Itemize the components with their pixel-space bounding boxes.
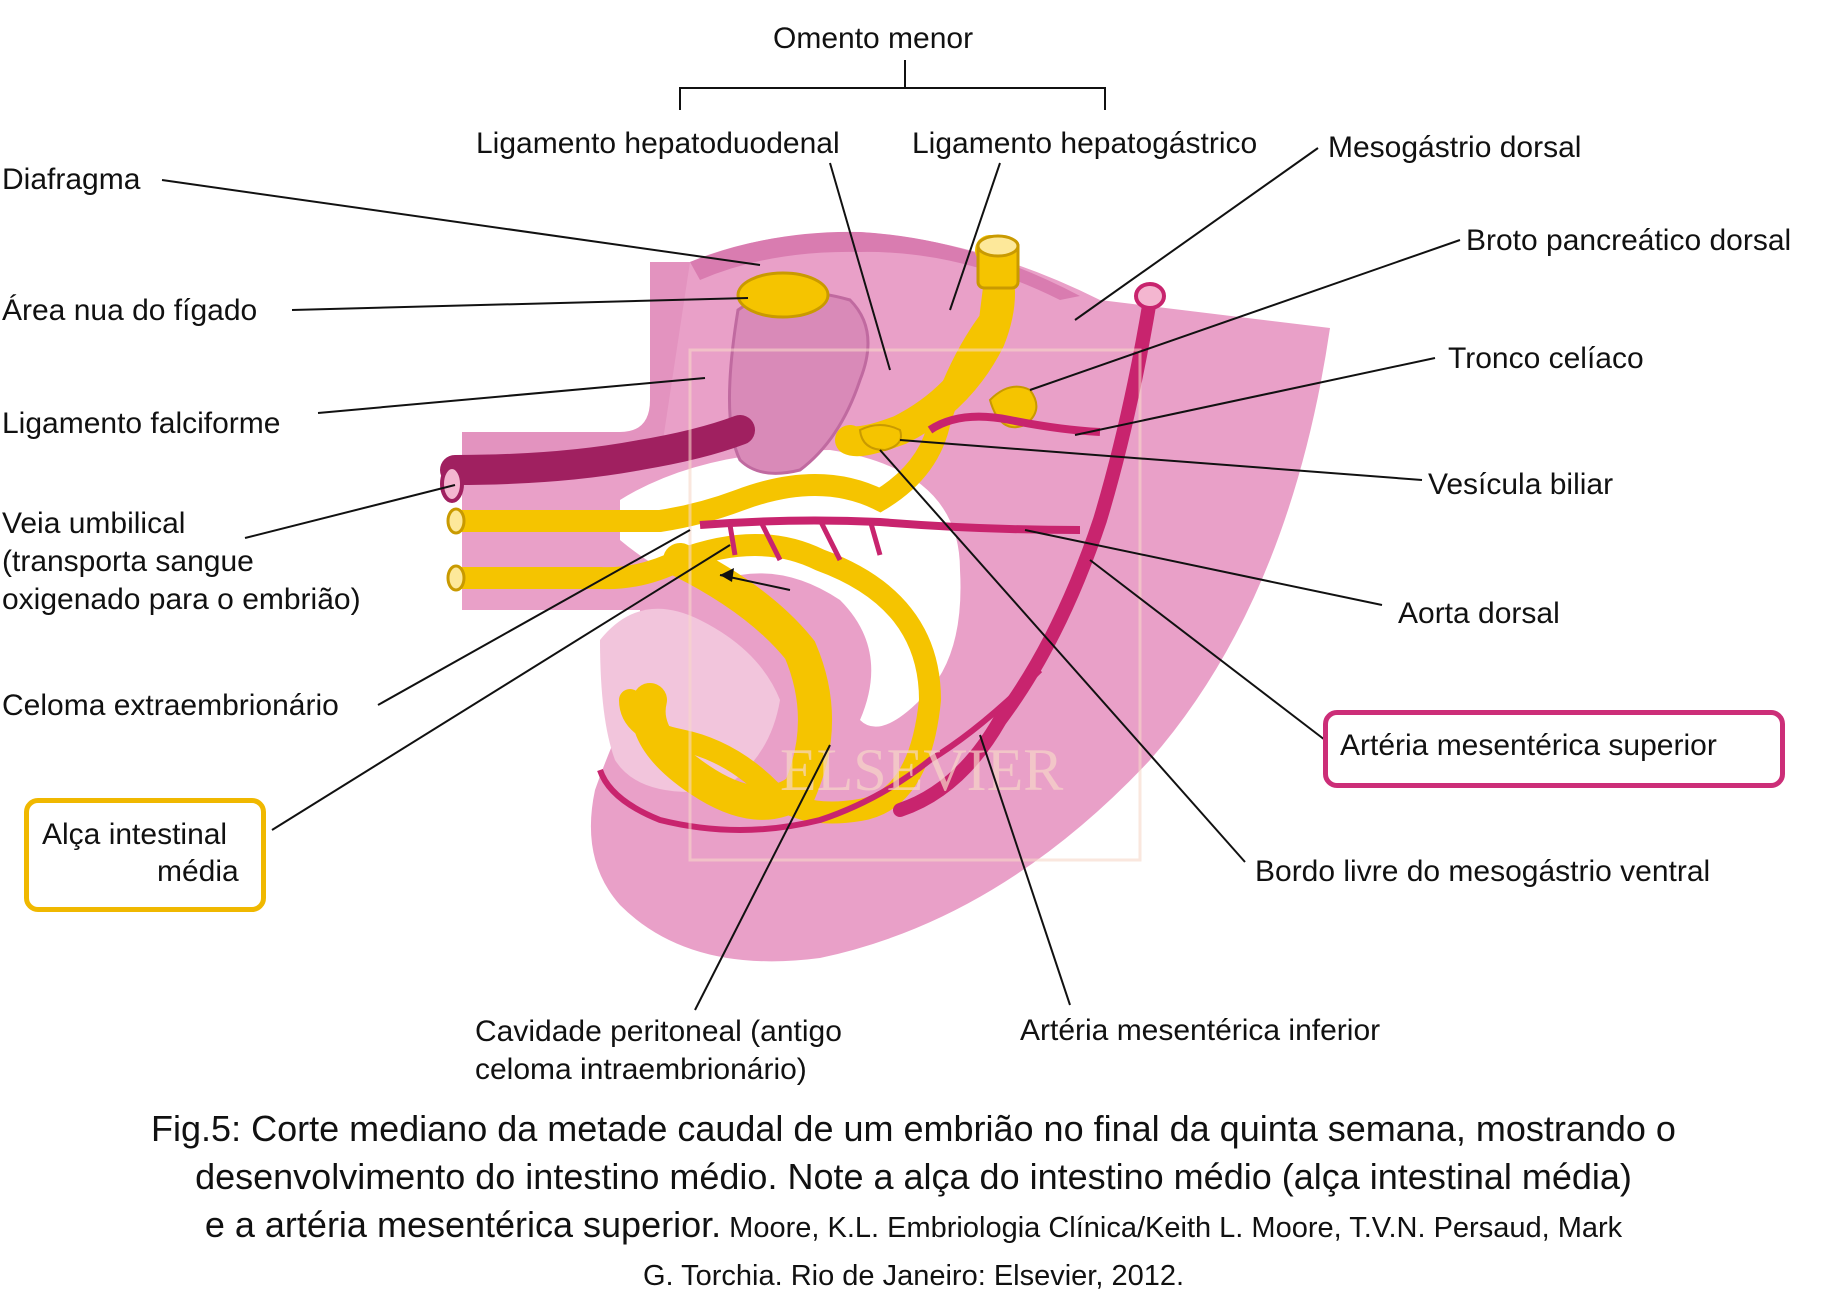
label-celoma-extraembrionario: Celoma extraembrionário bbox=[2, 689, 339, 722]
aorta-top bbox=[1134, 282, 1166, 310]
aorta-dorsal bbox=[893, 293, 1157, 817]
veia-umbilical-end bbox=[440, 465, 464, 503]
gut-end-lower bbox=[446, 564, 466, 592]
label-alca-media: média bbox=[157, 855, 239, 888]
label-cavidade-peritoneal-1: Cavidade peritoneal (antigo bbox=[475, 1015, 842, 1048]
caption-line-4: G. Torchia. Rio de Janeiro: Elsevier, 20… bbox=[642, 1260, 1185, 1292]
label-aorta-dorsal: Aorta dorsal bbox=[1398, 597, 1560, 630]
label-ligamento-hepatogastrico: Ligamento hepatogástrico bbox=[912, 127, 1258, 160]
caption-line-1: Fig.5: Corte mediano da metade caudal de… bbox=[151, 1108, 1676, 1149]
label-veia-umbilical-2: (transporta sangue bbox=[2, 545, 254, 578]
label-arteria-mesenterica-inferior: Artéria mesentérica inferior bbox=[1020, 1014, 1381, 1047]
label-bordo-livre: Bordo livre do mesogástrio ventral bbox=[1255, 855, 1711, 888]
arteria-mesenterica-inferior bbox=[597, 667, 1043, 833]
label-broto-pancreatico: Broto pancreático dorsal bbox=[1466, 224, 1792, 257]
label-veia-umbilical-3: oxigenado para o embrião) bbox=[2, 583, 361, 616]
label-veia-umbilical-1: Veia umbilical bbox=[2, 507, 186, 540]
esofago-top bbox=[976, 234, 1020, 258]
label-diafragma: Diafragma bbox=[2, 163, 141, 196]
highlight-box-alca bbox=[24, 798, 266, 912]
leader-lines bbox=[161, 147, 1461, 1011]
vesicula-biliar bbox=[858, 424, 902, 452]
gut-end-upper bbox=[446, 507, 466, 535]
omento-bracket bbox=[679, 60, 1106, 110]
figure-caption: Fig.5: Corte mediano da metade caudal de… bbox=[10, 1105, 1817, 1300]
label-ligamento-hepatoduodenal: Ligamento hepatoduodenal bbox=[476, 127, 840, 160]
label-mesogastrio-dorsal: Mesogástrio dorsal bbox=[1328, 131, 1582, 164]
diafragma-band bbox=[690, 231, 1080, 300]
label-arteria-mesenterica-superior: Artéria mesentérica superior bbox=[1340, 729, 1717, 762]
veia-umbilical bbox=[440, 415, 755, 485]
label-alca-intestinal: Alça intestinal bbox=[42, 818, 228, 851]
sma-branch-1 bbox=[727, 518, 883, 562]
area-nua-figado bbox=[736, 271, 830, 319]
label-ligamento-falciforme: Ligamento falciforme bbox=[2, 407, 281, 440]
label-cavidade-peritoneal-2: celoma intraembrionário) bbox=[475, 1053, 807, 1086]
watermark: ELSEVIER bbox=[780, 737, 1063, 803]
ventral-wall bbox=[462, 262, 690, 460]
caption-line-3-main: e a artéria mesentérica superior. bbox=[204, 1204, 722, 1245]
arteria-mesenterica-superior bbox=[699, 516, 1081, 534]
gut-tube-lower bbox=[447, 534, 942, 824]
highlight-box-arteria-mes-sup bbox=[1323, 710, 1785, 788]
label-omento-menor: Omento menor bbox=[773, 22, 974, 55]
label-vesicula-biliar: Vesícula biliar bbox=[1428, 468, 1614, 501]
flow-arrowhead bbox=[720, 568, 734, 582]
label-tronco-celiaco: Tronco celíaco bbox=[1448, 342, 1644, 375]
label-area-nua: Área nua do fígado bbox=[2, 294, 258, 327]
caption-line-3-ref: Moore, K.L. Embriologia Clínica/Keith L.… bbox=[721, 1212, 1623, 1244]
tronco-celiaco bbox=[927, 412, 1101, 436]
alca-intestinal-media bbox=[631, 543, 832, 820]
caption-line-2: desenvolvimento do intestino médio. Note… bbox=[195, 1156, 1632, 1197]
caption-line-3: e a artéria mesentérica superior. Moore,… bbox=[10, 1201, 1817, 1252]
watermark-frame bbox=[688, 348, 1142, 862]
